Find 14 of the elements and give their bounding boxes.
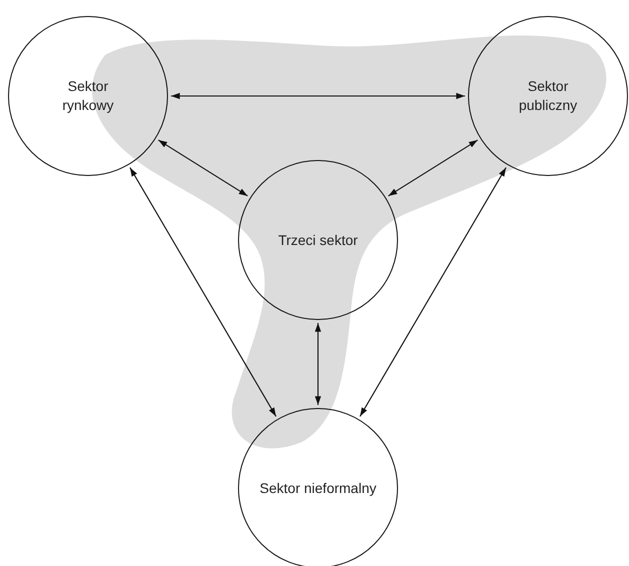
sector-label: Sektor publiczny: [518, 77, 578, 115]
sector-circle: [238, 408, 398, 566]
sector-label: Sektor nieformalny: [260, 478, 376, 498]
sector-circle: [468, 16, 628, 176]
double-arrow: [171, 92, 465, 100]
double-arrow: [388, 140, 478, 196]
sector-circle: [238, 160, 398, 320]
double-arrow: [158, 140, 248, 196]
double-arrow: [130, 167, 276, 417]
sector-circle: [8, 16, 168, 176]
sector-label: Sektor rynkowy: [61, 77, 115, 115]
sector-label: Trzeci sektor: [278, 230, 358, 250]
double-arrow: [360, 167, 506, 417]
double-arrow: [314, 323, 322, 405]
